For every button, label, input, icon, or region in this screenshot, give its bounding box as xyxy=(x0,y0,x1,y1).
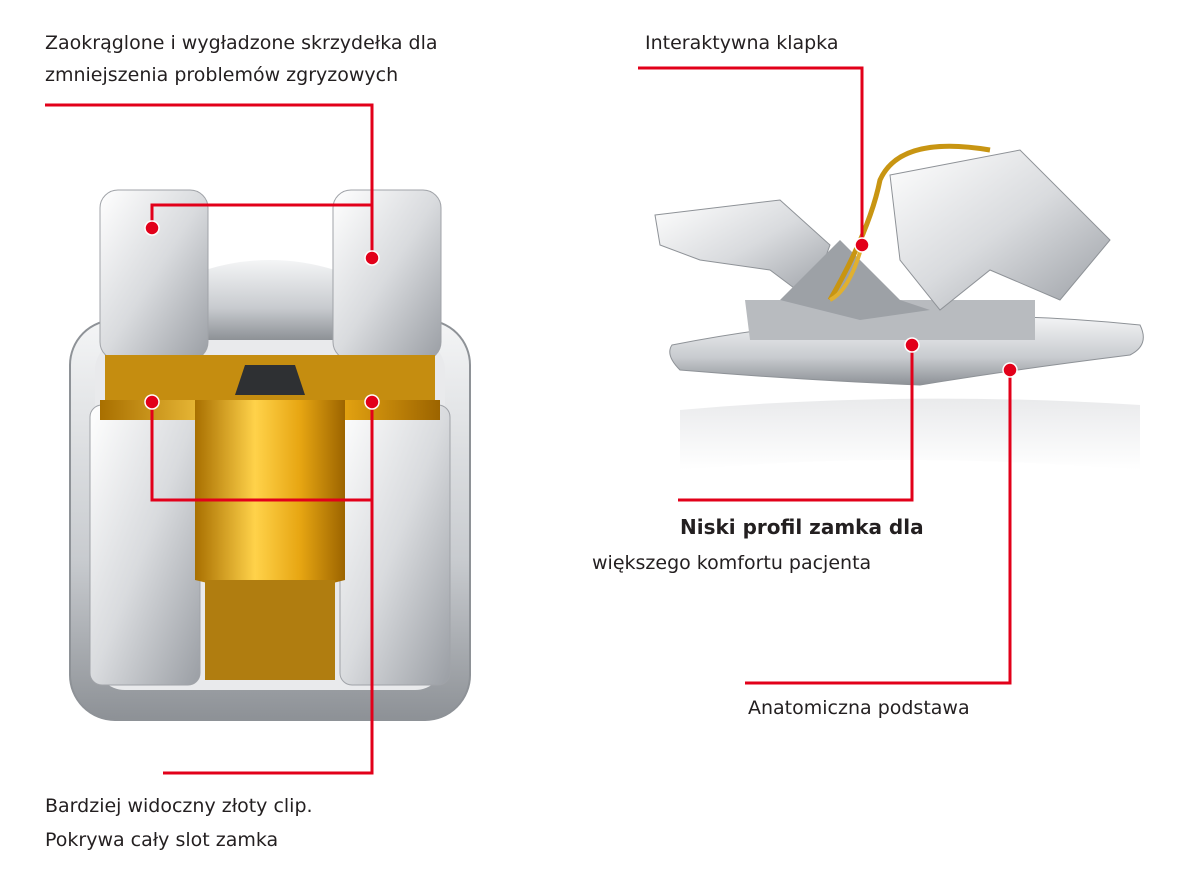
profile-label-line-2: większego komfortu pacjenta xyxy=(592,552,872,574)
front-bracket-illustration xyxy=(69,189,471,721)
wings-label: Zaokrąglone i wygładzone skrzydełka dla … xyxy=(45,27,438,91)
base-label: Anatomiczna podstawa xyxy=(748,697,970,719)
door-label: Interaktywna klapka xyxy=(645,32,839,54)
profile-label-line-1: Niski profil zamka dla xyxy=(680,515,924,539)
clip-label: Bardziej widoczny złoty clip. Pokrywa ca… xyxy=(45,789,313,857)
leader-lines xyxy=(45,66,1012,775)
leader-dots xyxy=(144,220,1018,410)
clip-label-line-2: Pokrywa cały slot zamka xyxy=(45,829,279,851)
wings-label-line-2: zmniejszenia problemów zgryzowych xyxy=(45,64,399,86)
side-bracket-illustration xyxy=(654,143,1144,470)
clip-label-line-1: Bardziej widoczny złoty clip. xyxy=(45,795,313,817)
wings-label-line-1: Zaokrąglone i wygładzone skrzydełka dla xyxy=(45,32,438,54)
